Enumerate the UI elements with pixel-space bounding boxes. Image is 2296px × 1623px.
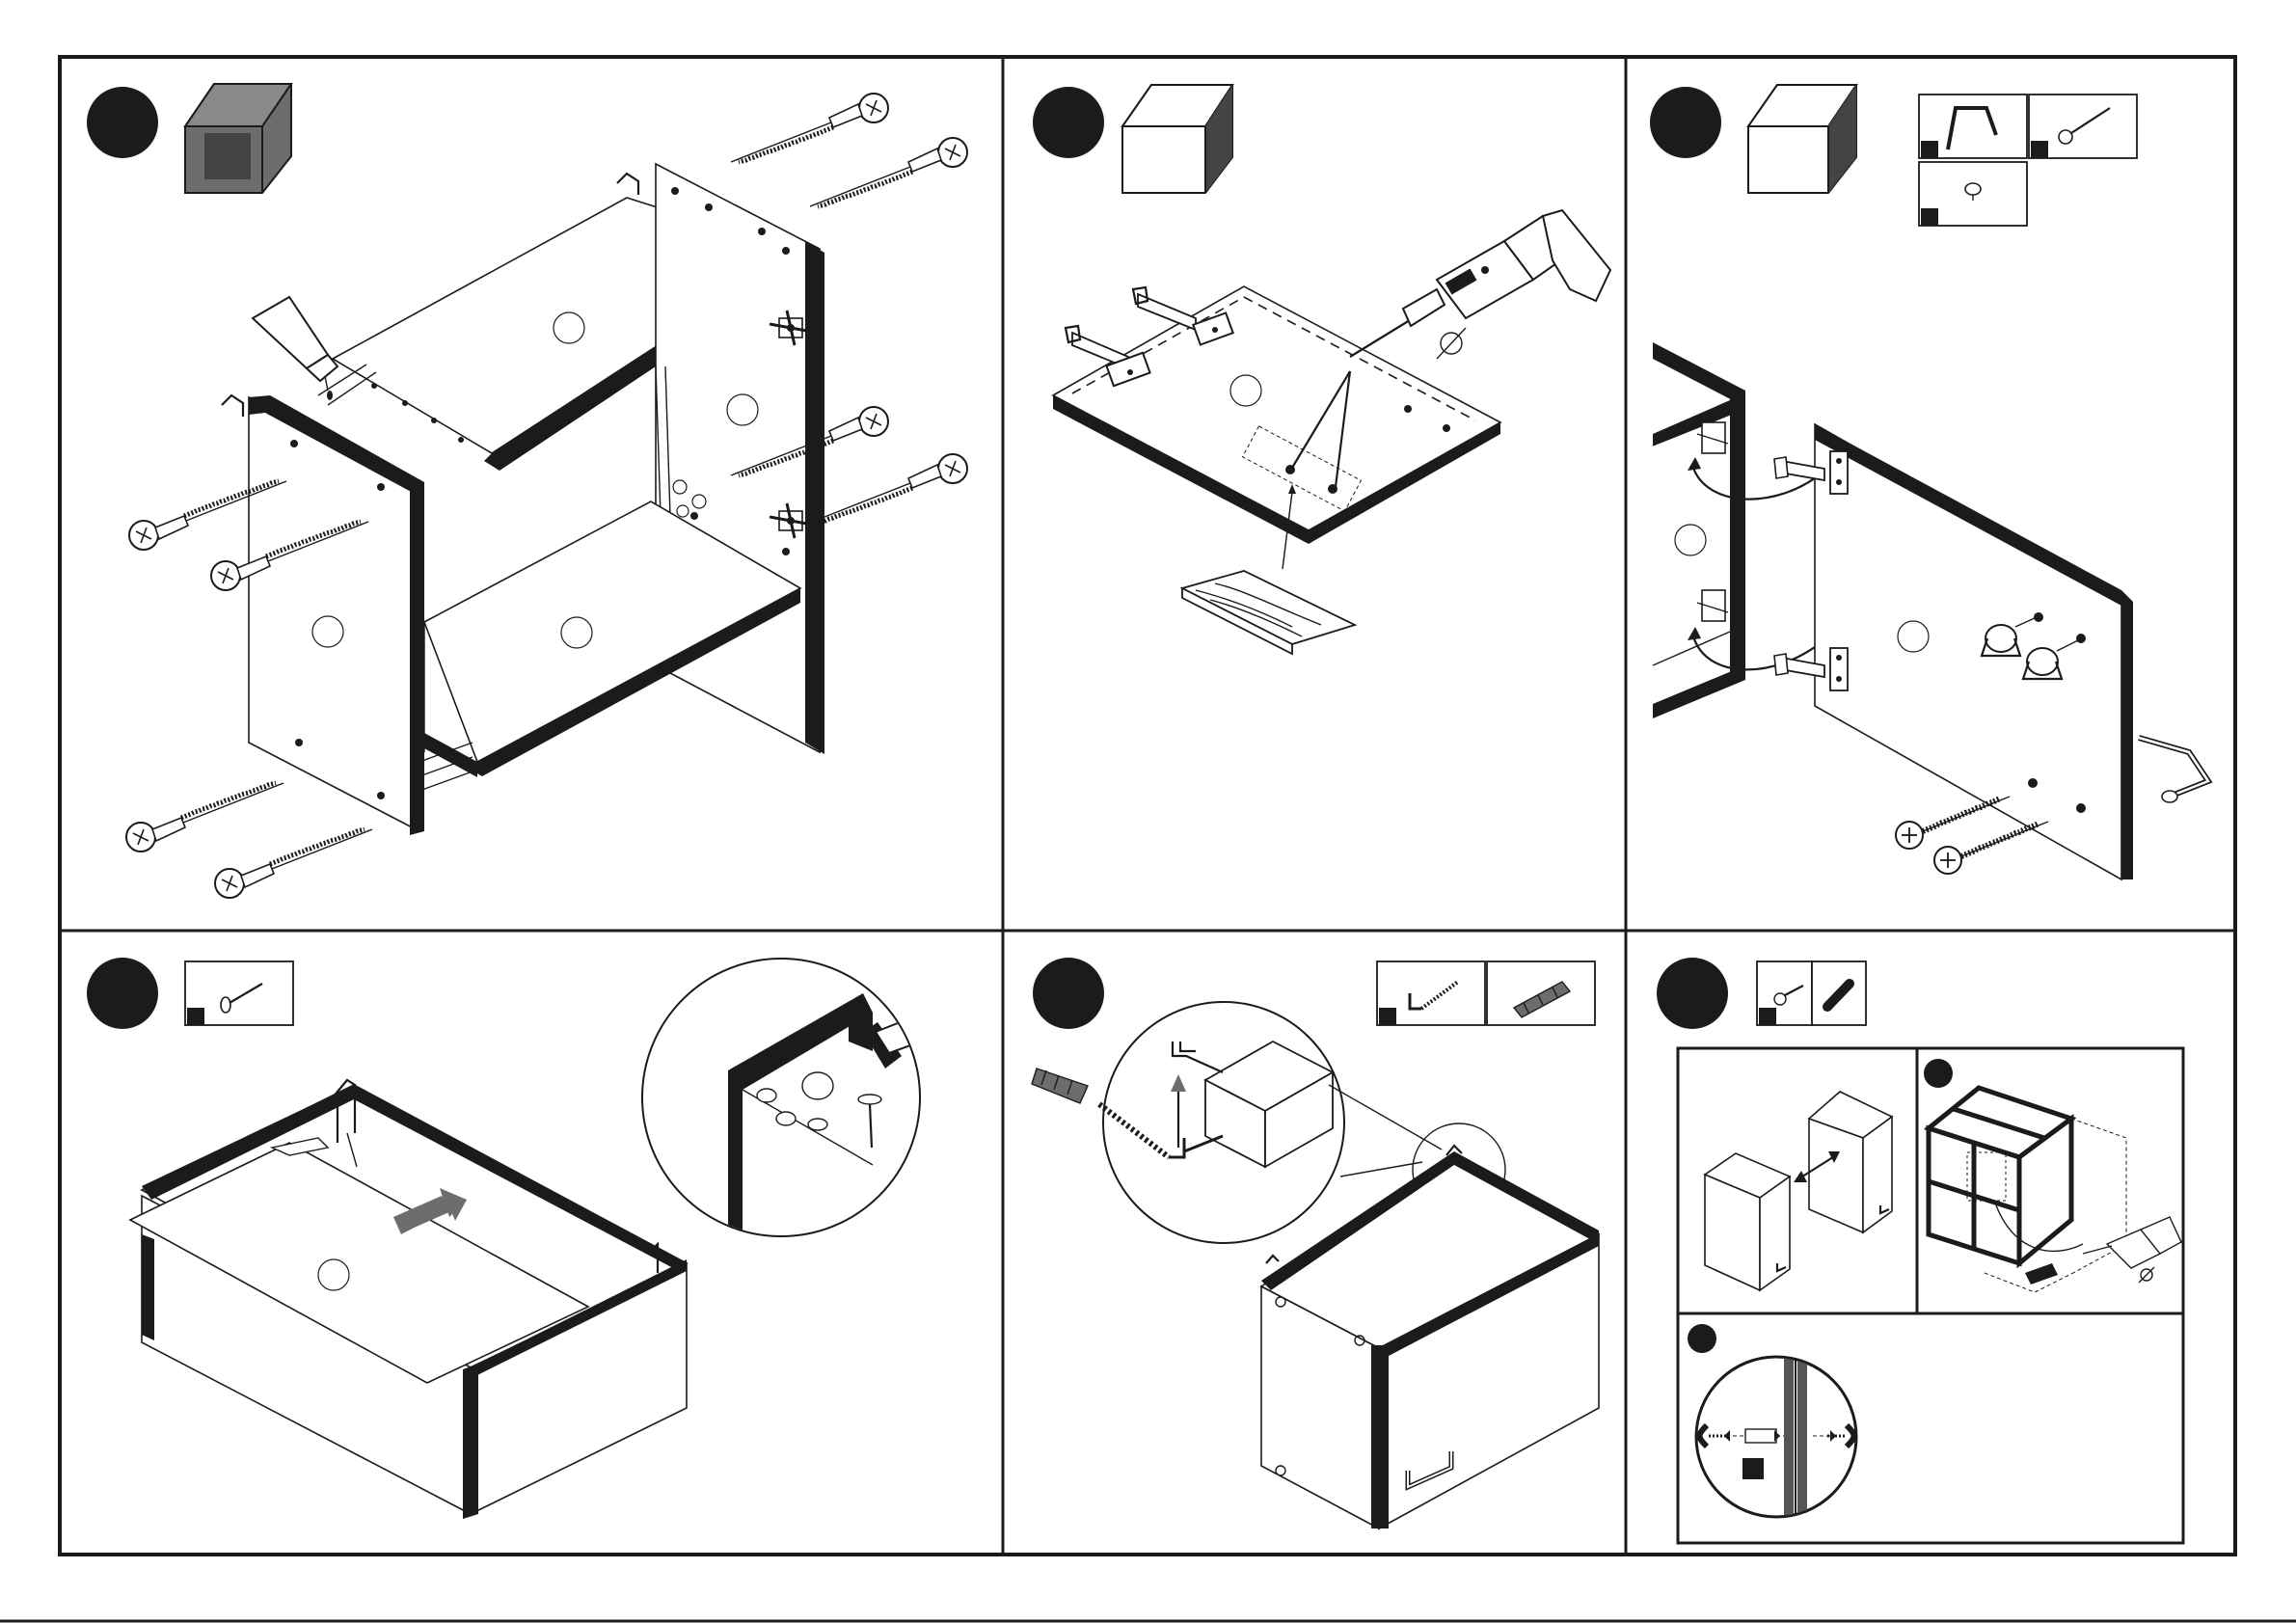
step-3-diagram [1653, 85, 2208, 879]
sub-panel-6a [1705, 1092, 1892, 1290]
step-5-badge [1033, 958, 1104, 1029]
closed-box-icon [1748, 85, 1856, 193]
dowel-icon [1812, 961, 1866, 1025]
step-2-diagram [1053, 85, 1610, 654]
sub-panel-6b-badge [1924, 1059, 1953, 1088]
step-3-badge [1650, 87, 1721, 158]
step-4-diagram [130, 959, 988, 1519]
wood-block-icon [1182, 571, 1355, 654]
detail-magnifier [642, 959, 988, 1244]
drill-icon [1350, 210, 1610, 357]
handle-icon [1919, 95, 2027, 158]
step-5-diagram [1032, 961, 1599, 1528]
knob-icon [1919, 162, 2027, 226]
closed-box-icon [1122, 85, 1232, 193]
sub-panel-6c-badge [1688, 1324, 1716, 1353]
screw-icon [2029, 95, 2137, 158]
wall-hook-icon [1377, 961, 1485, 1025]
step-6-badge [1657, 958, 1728, 1029]
wall-hook-detail [1103, 1002, 1344, 1243]
sub-panel-6b [1924, 1059, 2181, 1292]
wall-plug-icon [1487, 961, 1595, 1025]
step-1-badge [87, 87, 158, 158]
sub-panel-6c [1688, 1324, 1856, 1528]
step-4-badge [87, 958, 158, 1029]
step-1-diagram [126, 84, 967, 898]
step-2-badge [1033, 87, 1104, 158]
open-box-icon [185, 84, 291, 193]
nail-icon [185, 961, 293, 1025]
glue-bottle-icon [253, 297, 338, 400]
step-6-diagram [1678, 961, 2183, 1543]
small-screw-icon [1757, 961, 1812, 1025]
